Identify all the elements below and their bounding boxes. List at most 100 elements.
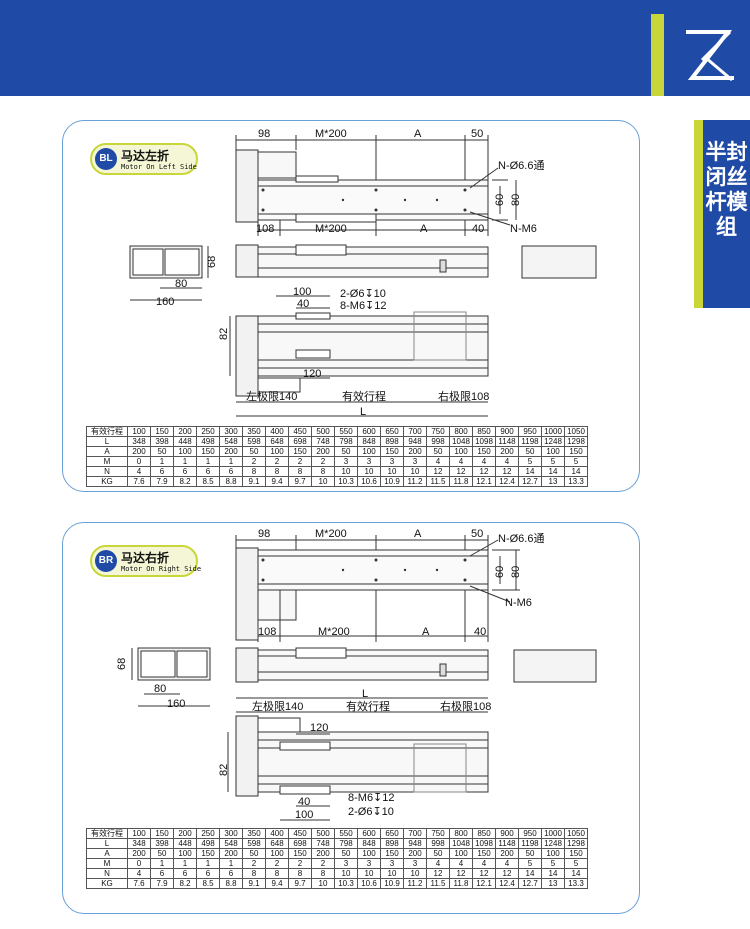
table-cell: 13 [541,878,565,889]
dim-120: 120 [310,722,329,734]
table-cell: 13.3 [564,878,588,889]
table-cell: 498 [196,838,220,849]
table-cell: 4 [426,858,450,869]
table-cell: 14 [541,868,565,879]
table-cell: 1050 [564,828,588,839]
table-cell: 1198 [518,838,542,849]
section-badge-br: BR 马达右折 Motor On Right Side [90,545,202,577]
table-cell: 150 [196,848,220,859]
table-cell: 6 [173,868,197,879]
row-header: 有效行程 [86,828,128,839]
table-cell: 100 [127,828,151,839]
table-cell: 8.5 [196,878,220,889]
table-cell: 12 [426,868,450,879]
dim-stroke: 有效行程 [346,701,390,713]
dim-40b: 40 [297,298,310,310]
table-cell: 150 [380,848,404,859]
table-cell: 350 [242,828,266,839]
dim-100: 100 [293,286,312,298]
table-cell: 11.2 [403,878,427,889]
table-cell: 9.1 [242,878,266,889]
table-cell: 698 [288,838,312,849]
dim-n-hole: N-Ø6.6通 [498,160,545,172]
table-cell: 200 [311,848,335,859]
section-badge-bl: BL 马达左折 Motor On Left Side [90,143,198,175]
table-cell: 348 [127,838,151,849]
dim-m200-top: M*200 [315,528,347,540]
table-cell: 10.3 [334,878,358,889]
dim-right-limit: 右极限108 [440,701,492,713]
dim-a-bottom: A [420,223,428,235]
table-cell: 0 [127,858,151,869]
table-cell: 12.7 [518,878,542,889]
dim-108: 108 [256,223,275,235]
row-header: M [86,858,128,869]
table-cell: 400 [265,828,289,839]
dim-side-80: 80 [175,278,188,290]
table-cell: 11.5 [426,878,450,889]
table-cell: 1248 [541,838,565,849]
table-cell: 8.2 [173,878,197,889]
table-cell: 5 [541,858,565,869]
table-cell: 4 [472,858,496,869]
table-cell: 1048 [449,838,473,849]
table-cell: 11.8 [449,878,473,889]
table-cell: 1 [150,858,174,869]
table-cell: 1 [196,858,220,869]
table-cell: 12.1 [472,878,496,889]
dim-100: 100 [295,809,314,821]
table-cell: 998 [426,838,450,849]
table-cell: 398 [150,838,174,849]
table-cell: 200 [173,828,197,839]
badge-subtitle: Motor On Right Side [121,565,202,573]
table-cell: 2 [265,858,289,869]
dim-left-limit: 左极限140 [252,701,304,713]
table-cell: 12.4 [495,878,519,889]
table-cell: 3 [334,858,358,869]
table-cell: 1000 [541,828,565,839]
table-cell: 648 [265,838,289,849]
table-cell: 548 [219,838,243,849]
table-cell: 100 [357,848,381,859]
table-cell: 750 [426,828,450,839]
dim-108: 108 [258,626,277,638]
dim-40b: 40 [298,796,311,808]
table-cell: 50 [518,848,542,859]
dim-side-160: 160 [156,296,175,308]
table-cell: 1148 [495,838,519,849]
table-cell: 8 [265,868,289,879]
table-cell: 550 [334,828,358,839]
table-cell: 2 [288,858,312,869]
table-cell: 8 [288,868,312,879]
badge-title: 马达右折 [121,551,170,565]
table-cell: 8 [311,868,335,879]
dim-side-160: 160 [167,698,186,710]
table-cell: 700 [403,828,427,839]
table-cell: 6 [219,868,243,879]
table-cell: 200 [219,848,243,859]
table-cell: 948 [403,838,427,849]
table-cell: 4 [495,858,519,869]
dim-n-hole: N-Ø6.6通 [498,533,545,545]
table-cell: 600 [357,828,381,839]
table-cell: 250 [196,828,220,839]
table-cell: 4 [127,868,151,879]
dim-50: 50 [471,128,484,140]
table-cell: 14 [518,868,542,879]
table-cell: 9.4 [265,878,289,889]
header-banner [0,0,750,96]
category-side-tab: 半封闭丝杆模组 [694,120,750,308]
dim-side-80: 80 [154,683,167,695]
table-cell: 5 [564,858,588,869]
dim-98: 98 [258,528,271,540]
table-cell: 200 [403,848,427,859]
table-cell: 598 [242,838,266,849]
table-cell: 7.9 [150,878,174,889]
